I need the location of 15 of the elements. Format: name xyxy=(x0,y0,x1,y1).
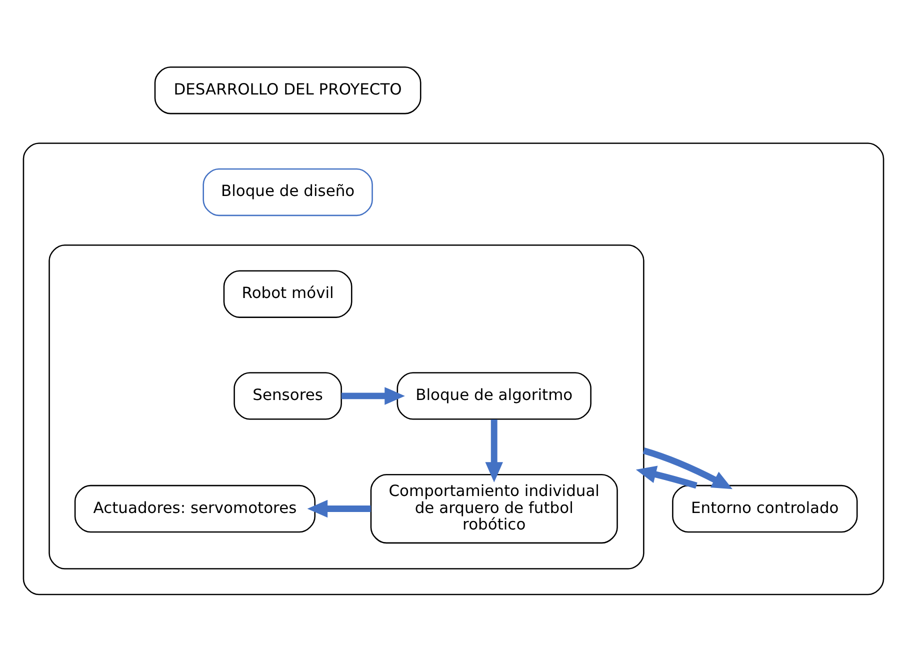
cluster xyxy=(22,142,884,596)
node-box: Actuadores: servomotores xyxy=(74,484,316,533)
node-box: Comportamiento individual de arquero de futbol robótico xyxy=(370,474,618,544)
arrow xyxy=(485,420,503,482)
node-box: Bloque de diseño xyxy=(202,168,373,216)
arrow xyxy=(307,500,371,518)
node-box: Entorno controlado xyxy=(672,484,858,533)
arrow xyxy=(642,448,732,490)
node-box: DESARROLLO DEL PROYECTO xyxy=(154,66,422,114)
arrow xyxy=(636,466,698,489)
node-box: Bloque de algoritmo xyxy=(396,372,592,420)
node-box: Robot móvil xyxy=(223,270,352,318)
arrow xyxy=(341,387,405,405)
node-box: Sensores xyxy=(234,372,342,420)
cluster xyxy=(48,244,644,570)
